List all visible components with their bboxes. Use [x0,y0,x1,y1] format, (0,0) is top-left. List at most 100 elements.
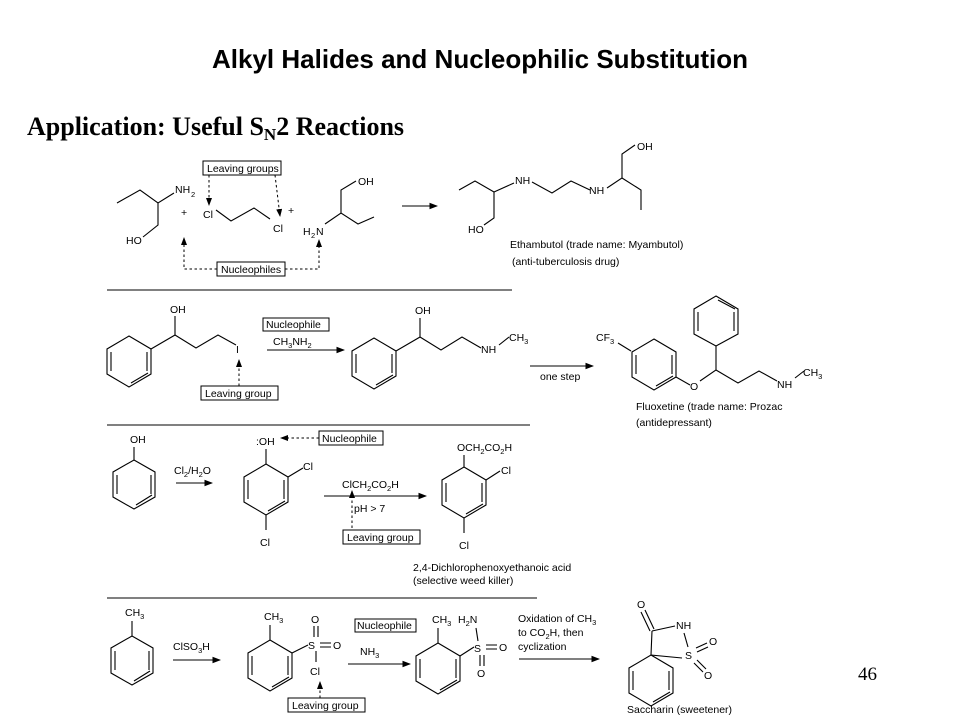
amino-butanol-structure-2: OH H 2 N [303,176,375,240]
ethambutol-use: (anti-tuberculosis drug) [512,256,619,268]
fluoxetine-methyl: CH3 [803,367,822,381]
nucleophile-label: Nucleophile [266,319,321,331]
methyl-label: CH3 [509,332,528,346]
one-step-label: one step [540,371,580,383]
sulfonyl-oxygen-2: O [333,640,341,652]
leaving-groups-label: Leaving groups [207,163,279,175]
ether-oxygen: O [690,381,698,393]
chlorosulfonic-acid-reagent: ClSO3H [173,641,210,655]
fluoxetine-name: Fluoxetine (trade name: Prozac [636,401,783,413]
hydroxyl-label-2: OH [358,176,374,188]
saccharin-oxygen-2: O [704,670,712,682]
saccharin-name: Saccharin (sweetener) [627,704,732,716]
hydroxyl-label-2: OH [415,305,431,317]
iodo-phenylpropanol-structure: OH I [106,304,239,388]
nucleophile-box-4 [354,618,417,633]
leaving-group-label-4: Leaving group [292,700,359,712]
page-number: 46 [858,664,877,685]
row4-reaction: CH3 ClSO3H CH3 S O O Cl [110,599,732,716]
chloro-label-2: Cl [260,537,270,549]
slide-title: Alkyl Halides and Nucleophilic Substitut… [212,44,748,74]
ethambutol-structure: NH NH HO OH [458,141,653,236]
reagent-methylamine: CH3NH2 [273,336,312,350]
leaving-group-box-4 [287,697,366,713]
fluoxetine-use: (antidepressant) [636,417,712,429]
ethambutol-nh-2: NH [589,185,604,197]
herbicide-name: 2,4-Dichlorophenoxyethanoic acid [413,562,571,574]
trifluoromethyl-label: CF3 [596,332,614,346]
row3-reaction: OH Cl2/H2O :OH Cl Cl Nucleophile ClCH2CO… [112,430,571,587]
amino-butanol-structure: NH 2 HO [116,184,195,247]
sulfonyl-oxygen-1: O [311,614,319,626]
methylamino-phenylpropanol-structure: OH NH CH3 [351,305,528,390]
amine-label: NH [481,344,496,356]
slide-subtitle: Application: Useful SN2 Reactions [27,112,404,145]
sulfur-label: S [308,640,315,652]
saccharin-sulfur: S [685,650,692,662]
ethambutol-oh: OH [637,141,653,153]
leaving-group-label: Leaving group [205,388,272,400]
leaving-group-box-3 [342,529,421,545]
nucleophile-label-3: Nucleophile [322,433,377,445]
saccharin-nh: NH [676,620,691,632]
amine-nitrogen-2: N [316,226,324,238]
leaving-groups-box [202,160,282,176]
ethambutol-name: Ethambutol (trade name: Myambutol) [510,239,683,251]
phenol-oh: OH [130,434,146,446]
sulfonamide-oxygen-2: O [477,668,485,680]
sulfonyl-chloride-structure: CH3 S O O Cl [247,611,341,692]
plus-sign: + [288,205,294,217]
sulfonamide-methyl: CH3 [432,614,451,628]
oxidation-step-line-3: cyclization [518,641,567,653]
chloro-label-left: Cl [203,209,213,221]
leaving-group-label-3: Leaving group [347,532,414,544]
sulfonyl-chloro: Cl [310,666,320,678]
dichlorophenol-structure: :OH Cl Cl [243,436,313,549]
ethambutol-nh-1: NH [515,175,530,187]
chlorination-reagent: Cl2/H2O [174,465,211,479]
sulfonamide-amine: H2N [458,614,477,628]
sulfonamide-sulfur: S [474,643,481,655]
ammonia-reagent: NH3 [360,646,379,660]
oxidation-step-line-2: to CO2H, then [518,627,584,641]
saccharin-oxygen-1: O [709,636,717,648]
dichloroethane-structure: Cl Cl [203,207,283,235]
sulfonyl-toluene-methyl: CH3 [264,611,283,625]
leaving-arrow-2 [274,174,283,217]
dichlorophenol-oh: :OH [256,436,275,448]
oxidation-step-line-1: Oxidation of CH3 [518,613,596,627]
row2-reaction: OH I Nucleophile CH3NH2 Leaving group OH… [106,295,822,429]
toluene-methyl: CH3 [125,607,144,621]
hydroxyl-label: OH [170,304,186,316]
nucleophile-arrow-1 [181,237,217,270]
phenol-structure: OH [112,434,156,510]
subtitle-subscript: N [263,125,277,144]
nucleophile-arrow-2 [285,239,322,270]
saccharin-structure: O NH S O O [628,599,717,707]
chloro-label-right: Cl [273,223,283,235]
row1-reaction: NH 2 HO + Cl Cl + OH H 2 N L [116,141,683,277]
fluoxetine-nh: NH [777,379,792,391]
subtitle-suffix: 2 Reactions [276,112,405,141]
amine-subscript-2: 2 [311,231,315,240]
subtitle-prefix: Application: Useful S [27,112,264,141]
herbicide-use: (selective weed killer) [413,575,513,587]
oxyacetic-group-label: OCH2CO2H [457,442,512,456]
product-chloro-1: Cl [501,465,511,477]
saccharin-carbonyl-oxygen: O [637,599,645,611]
chloroacetic-acid-reagent: ClCH2CO2H [342,479,399,493]
product-chloro-2: Cl [459,540,469,552]
ethambutol-ho: HO [468,224,484,236]
amine-label-2: H [303,226,311,238]
nucleophile-box [262,317,330,332]
plus-sign: + [181,207,187,219]
amine-label: NH [175,184,190,196]
toluene-structure: CH3 [110,607,154,686]
nucleophiles-label: Nucleophiles [221,264,281,276]
chloro-label-1: Cl [303,461,313,473]
fluoxetine-structure: CF3 O NH CH3 [596,295,822,393]
sulfonamide-structure: CH3 H2N S O O [415,614,507,695]
nucleophile-label-4: Nucleophile [357,620,412,632]
